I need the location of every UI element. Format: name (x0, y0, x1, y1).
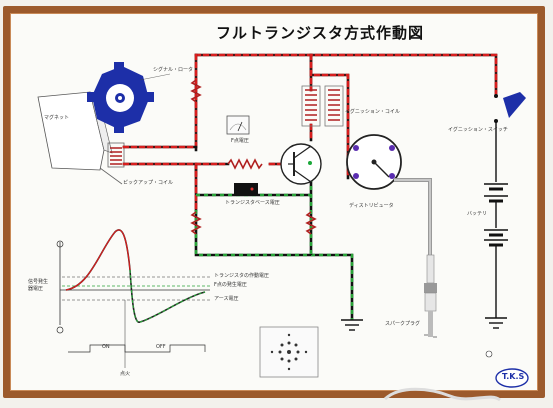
label-magnet: マグネット (44, 115, 70, 121)
speaker-icon (259, 326, 319, 378)
tr-indicator-display (234, 183, 258, 196)
label-ground-voltage: アース電圧 (214, 296, 239, 302)
label-ignition-coil: イグニッション・コイル (345, 109, 400, 115)
signal-rotor-icon (87, 62, 154, 133)
tks-logo (495, 368, 529, 388)
logo-text: T.K.S (502, 372, 525, 381)
label-f-voltmeter: F点電圧 (231, 138, 249, 144)
label-off: OFF (156, 344, 166, 350)
label-waveform-y: 信号発生器電圧 (28, 279, 49, 292)
transistor-icon (280, 143, 322, 185)
label-tr-operating-voltage: トランジスタの作動電圧 (214, 273, 270, 279)
label-on: ON (102, 344, 110, 350)
label-tr-indicator: トランジスタベース電圧 (225, 200, 280, 206)
ground-symbols (341, 312, 507, 331)
label-spark-plug: スパークプラグ (385, 321, 421, 327)
battery-icon (484, 183, 508, 247)
power-cable (383, 387, 501, 402)
spark-plug-icon (424, 254, 437, 338)
board-title: フルトランジスタ方式作動図 (216, 24, 425, 42)
power-wiring (122, 53, 498, 212)
label-f-point-voltage: F点の発生電圧 (214, 282, 247, 288)
voltmeter-icon (226, 115, 250, 135)
label-distributor: ディストリビュータ (349, 203, 394, 209)
terminal-icon (485, 350, 493, 358)
label-ignition-switch: イグニッション・スイッチ (448, 127, 508, 133)
ignition-coil-icon (301, 85, 344, 127)
label-signal-rotor: シグナル・ロータ (153, 67, 194, 73)
label-battery: バッテリ (467, 211, 488, 217)
label-pickup-coil: ピックアップ・コイル (123, 180, 174, 186)
resistors (190, 79, 317, 235)
label-ignition: 点火 (120, 371, 131, 377)
waveform-graph (56, 229, 210, 368)
pickup-coil (99, 142, 125, 185)
distributor-icon (346, 134, 402, 190)
ignition-switch-icon (494, 92, 526, 123)
